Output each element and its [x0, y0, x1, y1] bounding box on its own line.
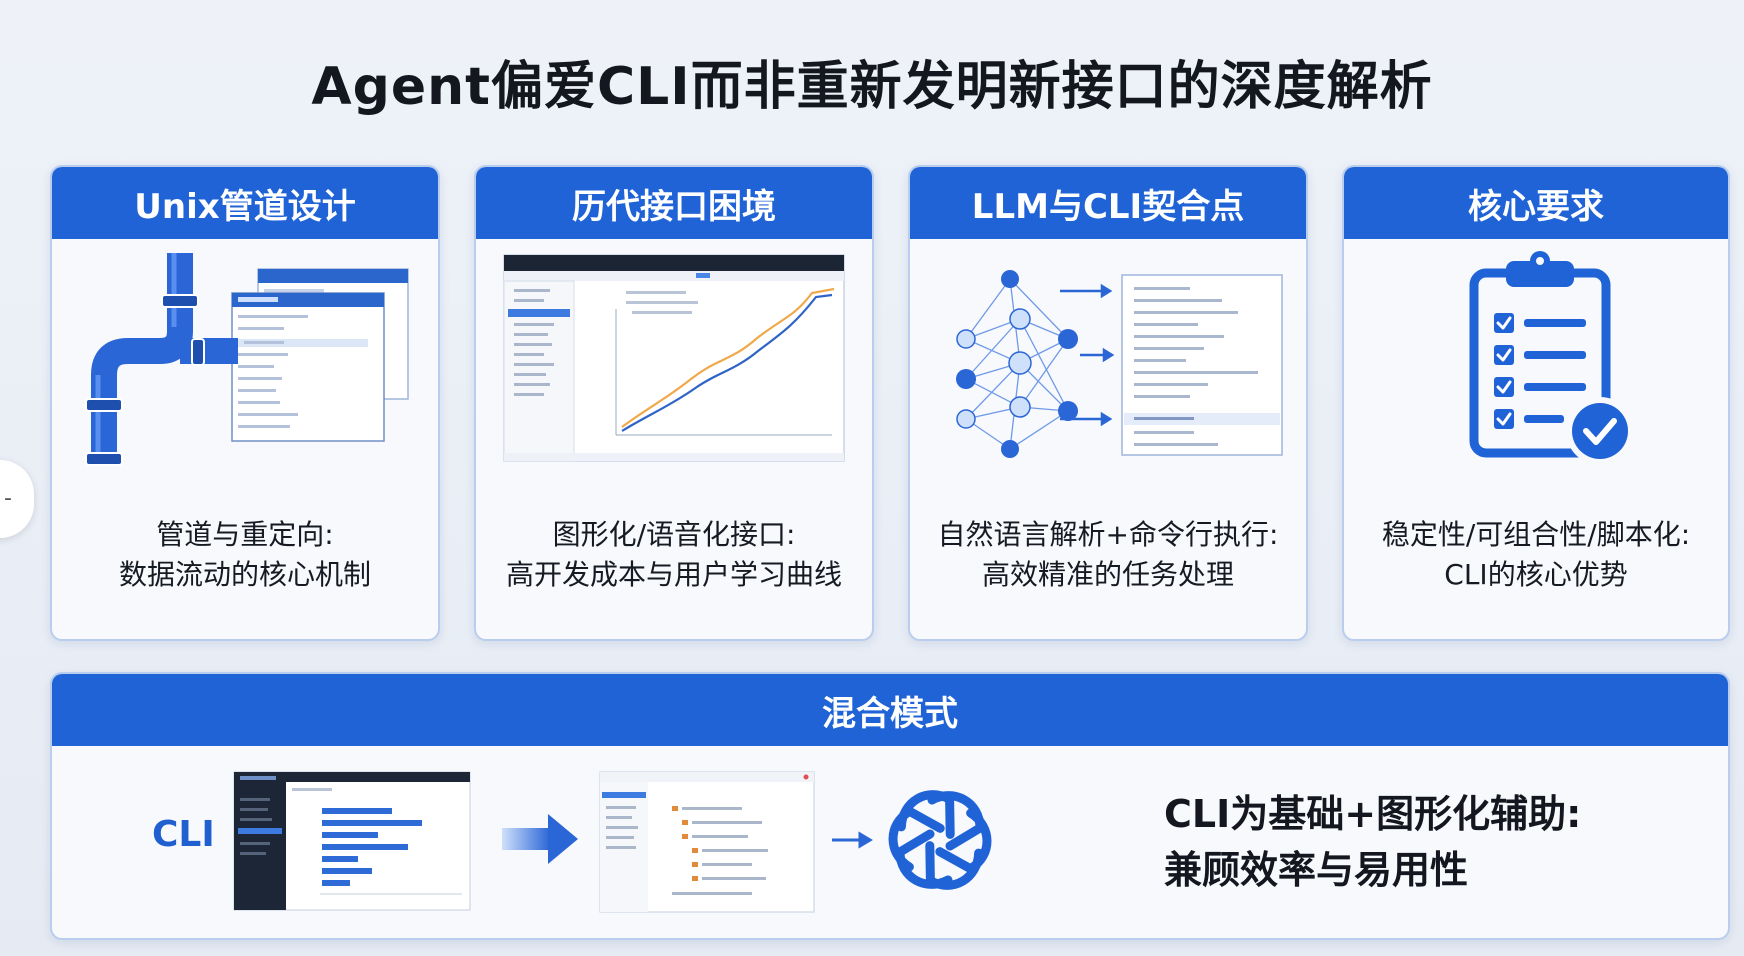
- caption-line: 图形化/语音化接口:: [552, 518, 796, 551]
- card-caption: 图形化/语音化接口: 高开发成本与用户学习曲线: [476, 515, 872, 595]
- page-title: Agent偏爱CLI而非重新发明新接口的深度解析: [311, 57, 1433, 117]
- caption-line: 管道与重定向:: [156, 518, 334, 551]
- caption-line: 高效精准的任务处理: [981, 558, 1234, 591]
- card-title: 历代接口困境: [476, 167, 872, 239]
- hybrid-title: 混合模式: [52, 674, 1728, 746]
- card-core-requirements: 核心要求 稳定性/可组合性/脚本化: CLI的核心优势: [1342, 165, 1730, 641]
- clipboard-check-icon: [1344, 239, 1728, 499]
- caption-line: CLI的核心优势: [1444, 558, 1628, 591]
- cli-label: CLI: [152, 814, 215, 855]
- caption-line: CLI为基础+图形化辅助:: [1164, 792, 1582, 836]
- card-title: LLM与CLI契合点: [910, 167, 1306, 239]
- card-llm-cli: LLM与CLI契合点: [908, 165, 1308, 641]
- caption-line: 稳定性/可组合性/脚本化:: [1381, 518, 1691, 551]
- neural-network-icon: [910, 239, 1306, 499]
- openai-knot-icon: [888, 790, 992, 890]
- dashboard-window-icon: [233, 771, 471, 911]
- side-tab-glyph: -: [4, 486, 12, 511]
- hybrid-caption: CLI为基础+图形化辅助: 兼顾效率与易用性: [1164, 786, 1581, 898]
- hybrid-mode-panel: 混合模式 CLI: [50, 672, 1730, 940]
- hybrid-illustration: [233, 771, 992, 913]
- card-unix-pipe: Unix管道设计: [50, 165, 440, 641]
- card-title: Unix管道设计: [52, 167, 438, 239]
- arrow-right-icon: [832, 831, 873, 849]
- arrow-right-icon: [502, 814, 578, 864]
- caption-line: 自然语言解析+命令行执行:: [937, 518, 1279, 551]
- caption-line: 高开发成本与用户学习曲线: [505, 558, 842, 591]
- side-collapse-tab[interactable]: -: [0, 460, 34, 538]
- pipe-icon: [52, 239, 438, 499]
- card-title: 核心要求: [1344, 167, 1728, 239]
- chart-window-icon: [476, 239, 872, 499]
- tree-window-icon: [599, 771, 815, 913]
- card-caption: 稳定性/可组合性/脚本化: CLI的核心优势: [1344, 515, 1728, 595]
- card-caption: 自然语言解析+命令行执行: 高效精准的任务处理: [910, 515, 1306, 595]
- card-interface-dilemma: 历代接口困境 图形: [474, 165, 874, 641]
- caption-line: 兼顾效率与易用性: [1164, 848, 1469, 892]
- card-caption: 管道与重定向: 数据流动的核心机制: [52, 515, 438, 595]
- caption-line: 数据流动的核心机制: [118, 558, 371, 591]
